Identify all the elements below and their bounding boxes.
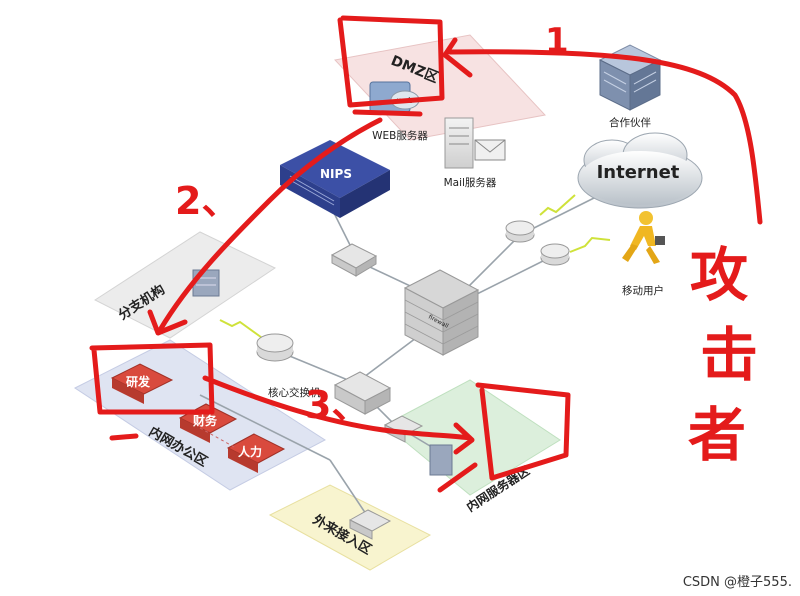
watermark: CSDN @橙子555.	[682, 575, 792, 590]
partner-label: 合作伙伴	[609, 116, 651, 129]
router-icon	[540, 243, 570, 266]
switch-icon	[330, 243, 378, 277]
attack-arrow-1	[442, 37, 763, 225]
step-1-label: 1	[545, 21, 569, 61]
server-highlight-box	[437, 382, 571, 493]
dmz-highlight-box	[337, 15, 445, 117]
attacker-char-3: 者	[688, 401, 746, 469]
step-3-label: 3、	[305, 383, 369, 427]
internet-label: Internet	[597, 162, 680, 183]
mail-server-icon	[444, 117, 506, 169]
firewall-icon	[403, 269, 480, 356]
dept-hr-box	[226, 433, 286, 473]
switch-icon	[348, 509, 392, 540]
mail-server-label: Mail服务器	[444, 176, 497, 189]
nips-label: NIPS	[320, 167, 352, 181]
internal-server-icon	[429, 444, 453, 476]
dept-finance-label: 财务	[192, 413, 218, 428]
core-switch-label: 核心交换机	[268, 386, 321, 399]
office-highlight-box	[89, 342, 215, 441]
branch-server-icon	[192, 269, 220, 297]
mobile-user-icon	[622, 211, 665, 264]
router-icon	[505, 220, 535, 243]
wan-links	[219, 194, 611, 341]
branch-zone-plane	[93, 231, 277, 339]
web-server-label: WEB服务器	[372, 129, 428, 142]
dept-link	[199, 427, 237, 449]
attacker-char-1: 攻	[690, 241, 749, 309]
router-icon	[256, 333, 294, 362]
mobile-user-label: 移动用户	[622, 284, 664, 297]
core-switch-icon	[333, 371, 392, 415]
dept-rd-label: 研发	[126, 374, 151, 389]
dept-rd-box	[110, 363, 174, 404]
step-2-label: 2、	[175, 179, 239, 223]
attack-arrow-3	[202, 375, 475, 455]
dept-hr-label: 人力	[238, 444, 262, 459]
attack-arrow-2	[147, 117, 383, 336]
internet-cloud-icon	[577, 132, 703, 209]
attacker-char-2: 击	[700, 321, 758, 389]
